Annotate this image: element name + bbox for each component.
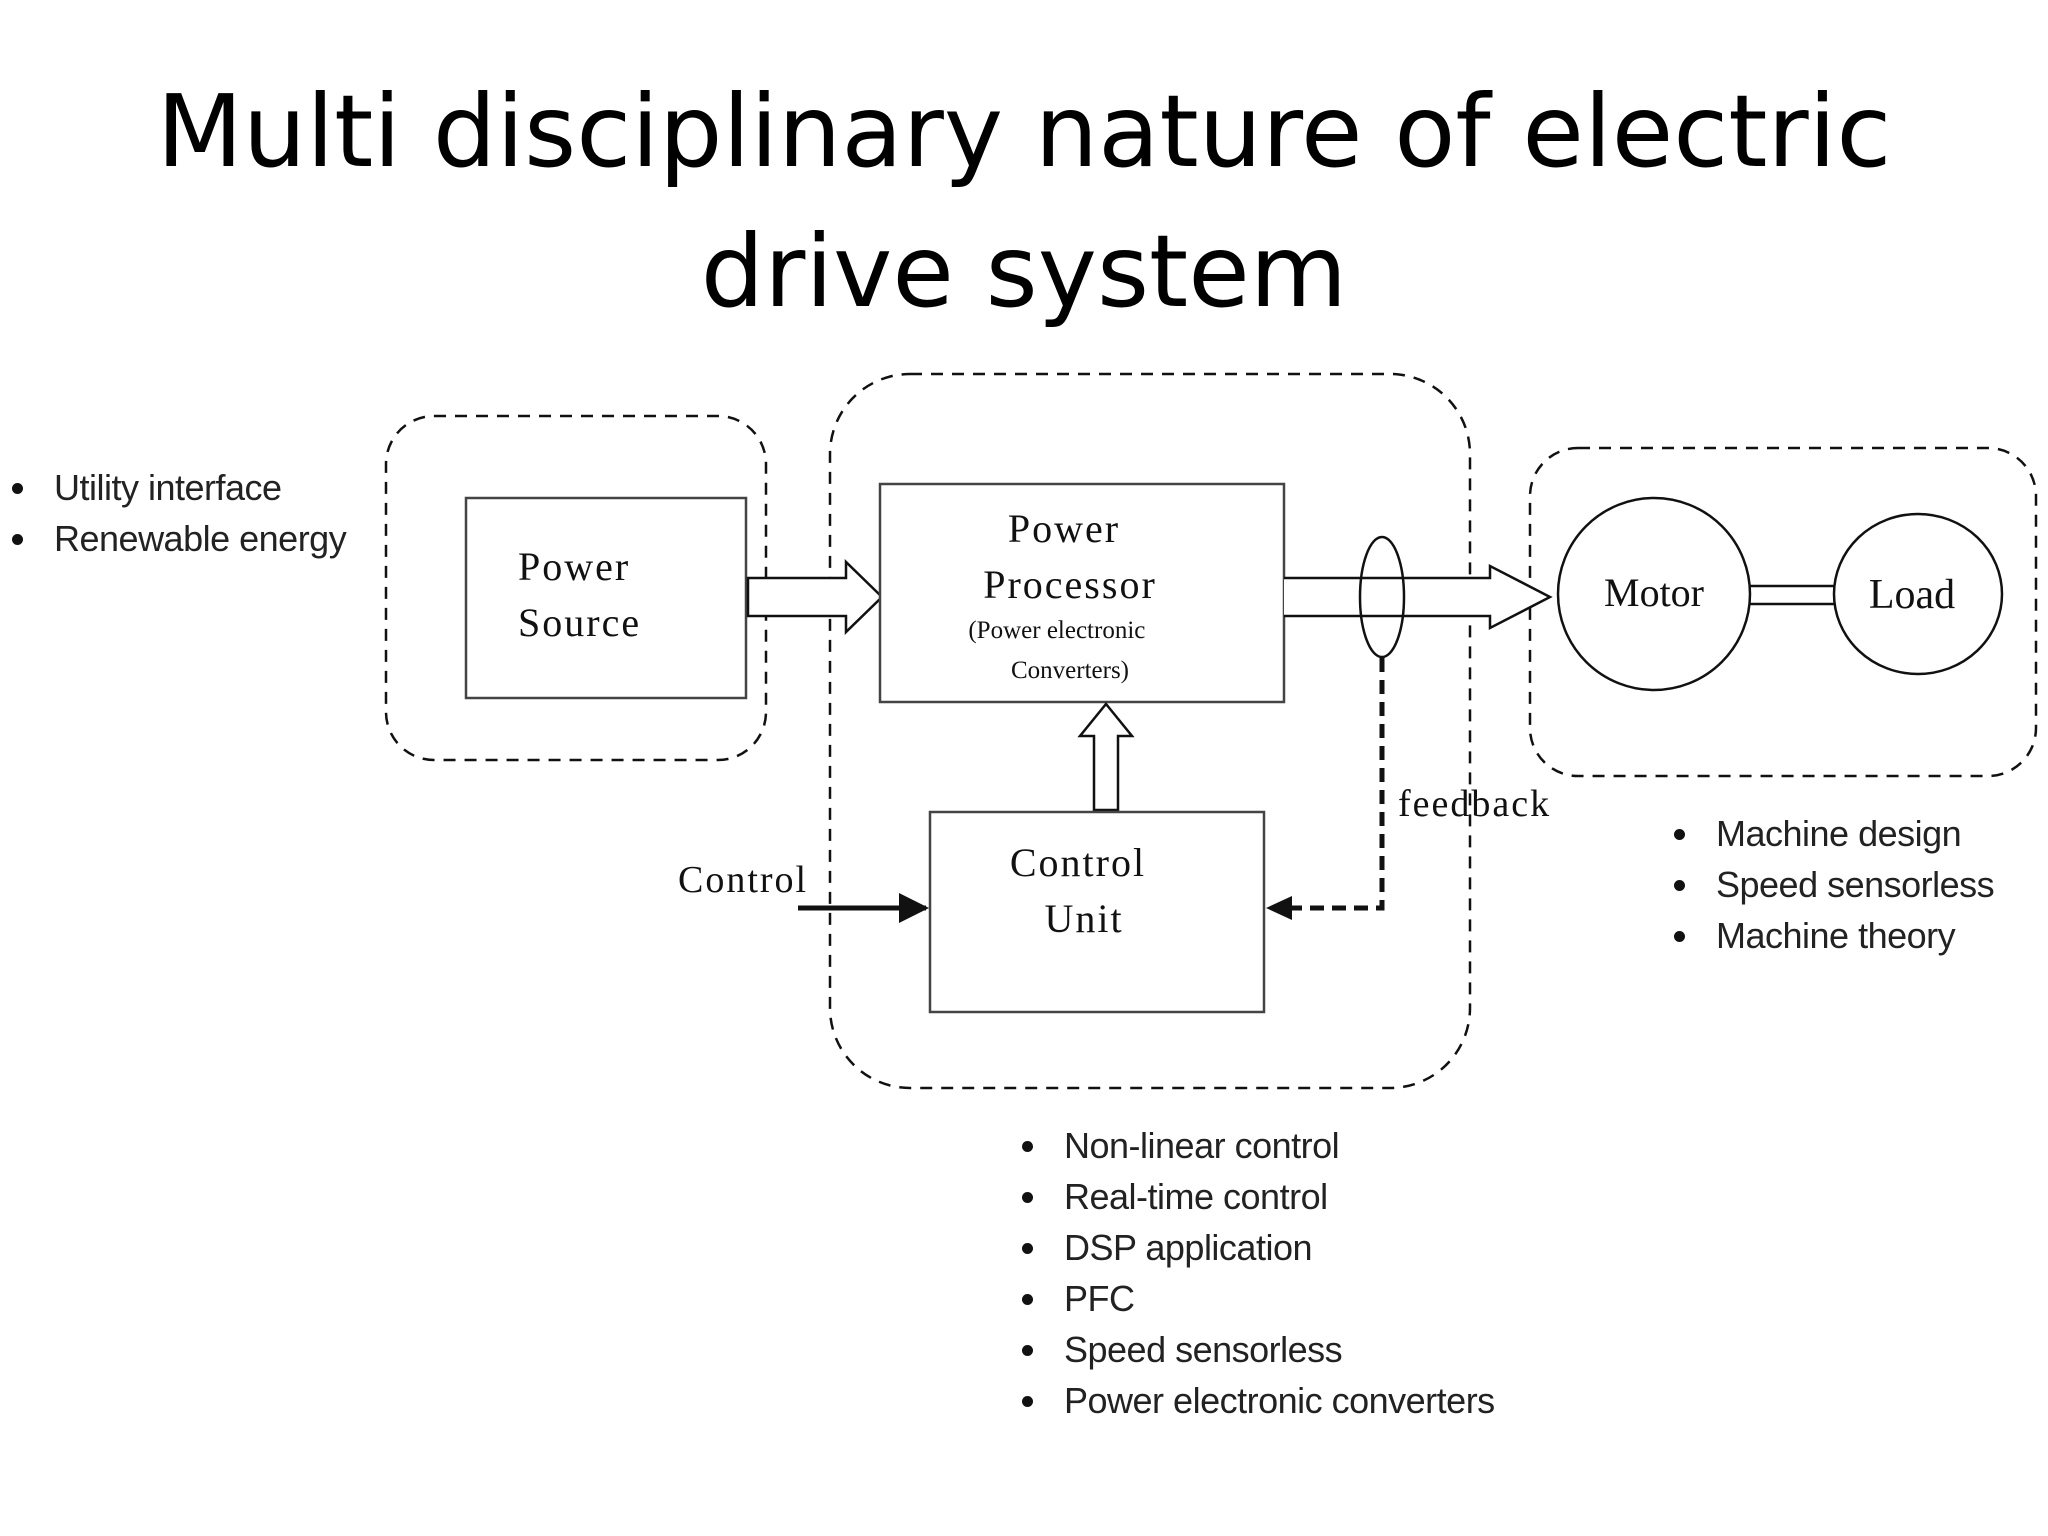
machine-topics-list: Machine design Speed sensorless Machine … <box>1670 808 1995 961</box>
motor-label: Motor <box>1604 570 1704 615</box>
list-item: Speed sensorless <box>1018 1324 1495 1375</box>
control-unit-label: Control Unit <box>1010 840 1158 941</box>
processor-to-motor-arrow <box>1284 563 1553 631</box>
title-line-2: drive system <box>700 213 1348 330</box>
power-source-block <box>464 496 748 700</box>
control-input-label: Control <box>678 859 808 901</box>
power-processor-line-1: Power <box>1008 506 1120 551</box>
power-processor-sublabel: (Power electronic Converters) <box>968 617 1151 684</box>
power-source-line-2: Source <box>518 600 641 645</box>
converter-region <box>828 372 1472 1090</box>
list-item: Machine theory <box>1670 910 1994 961</box>
list-item: Real-time control <box>1018 1171 1495 1222</box>
list-item: Power electronic converters <box>1018 1375 1495 1426</box>
feedback-path <box>1280 658 1385 911</box>
list-item: Renewable energy <box>8 513 347 564</box>
title-line-1: Multi disciplinary nature of electric <box>156 73 1892 190</box>
list-item: Speed sensorless <box>1670 859 1995 910</box>
list-item: PFC <box>1018 1273 1495 1324</box>
power-processor-sub-line-1: (Power electronic <box>968 617 1145 644</box>
control-unit-block <box>928 810 1266 1014</box>
motor-circle <box>1556 496 1752 692</box>
feedback-arrowhead <box>1266 896 1292 920</box>
load-label: Load <box>1869 572 1955 618</box>
source-to-processor-arrow <box>746 559 884 635</box>
source-topics-list: Utility interface Renewable energy <box>8 462 347 564</box>
power-processor-block <box>878 482 1286 704</box>
control-unit-line-1: Control <box>1010 840 1146 885</box>
sensor-ellipse <box>1358 535 1406 659</box>
converter-topics-list: Non-linear control Real-time control DSP… <box>1018 1120 1495 1426</box>
power-processor-sub-line-2: Converters) <box>1011 657 1129 684</box>
power-processor-line-2: Processor <box>983 562 1157 607</box>
control-unit-line-2: Unit <box>1044 896 1123 941</box>
feedback-label: feedback <box>1398 783 1551 825</box>
load-circle <box>1832 512 2004 676</box>
control-to-processor-arrow <box>1077 702 1135 812</box>
machine-region <box>1528 446 2038 778</box>
power-source-label: Power Source <box>518 544 642 645</box>
list-item: Non-linear control <box>1018 1120 1495 1171</box>
power-source-line-1: Power <box>518 544 630 589</box>
list-item: DSP application <box>1018 1222 1495 1273</box>
list-item: Machine design <box>1670 808 1994 859</box>
list-item: Utility interface <box>8 462 346 513</box>
power-processor-label: Power Processor <box>983 506 1157 607</box>
slide-title: Multi disciplinary nature of electric dr… <box>0 62 2048 342</box>
